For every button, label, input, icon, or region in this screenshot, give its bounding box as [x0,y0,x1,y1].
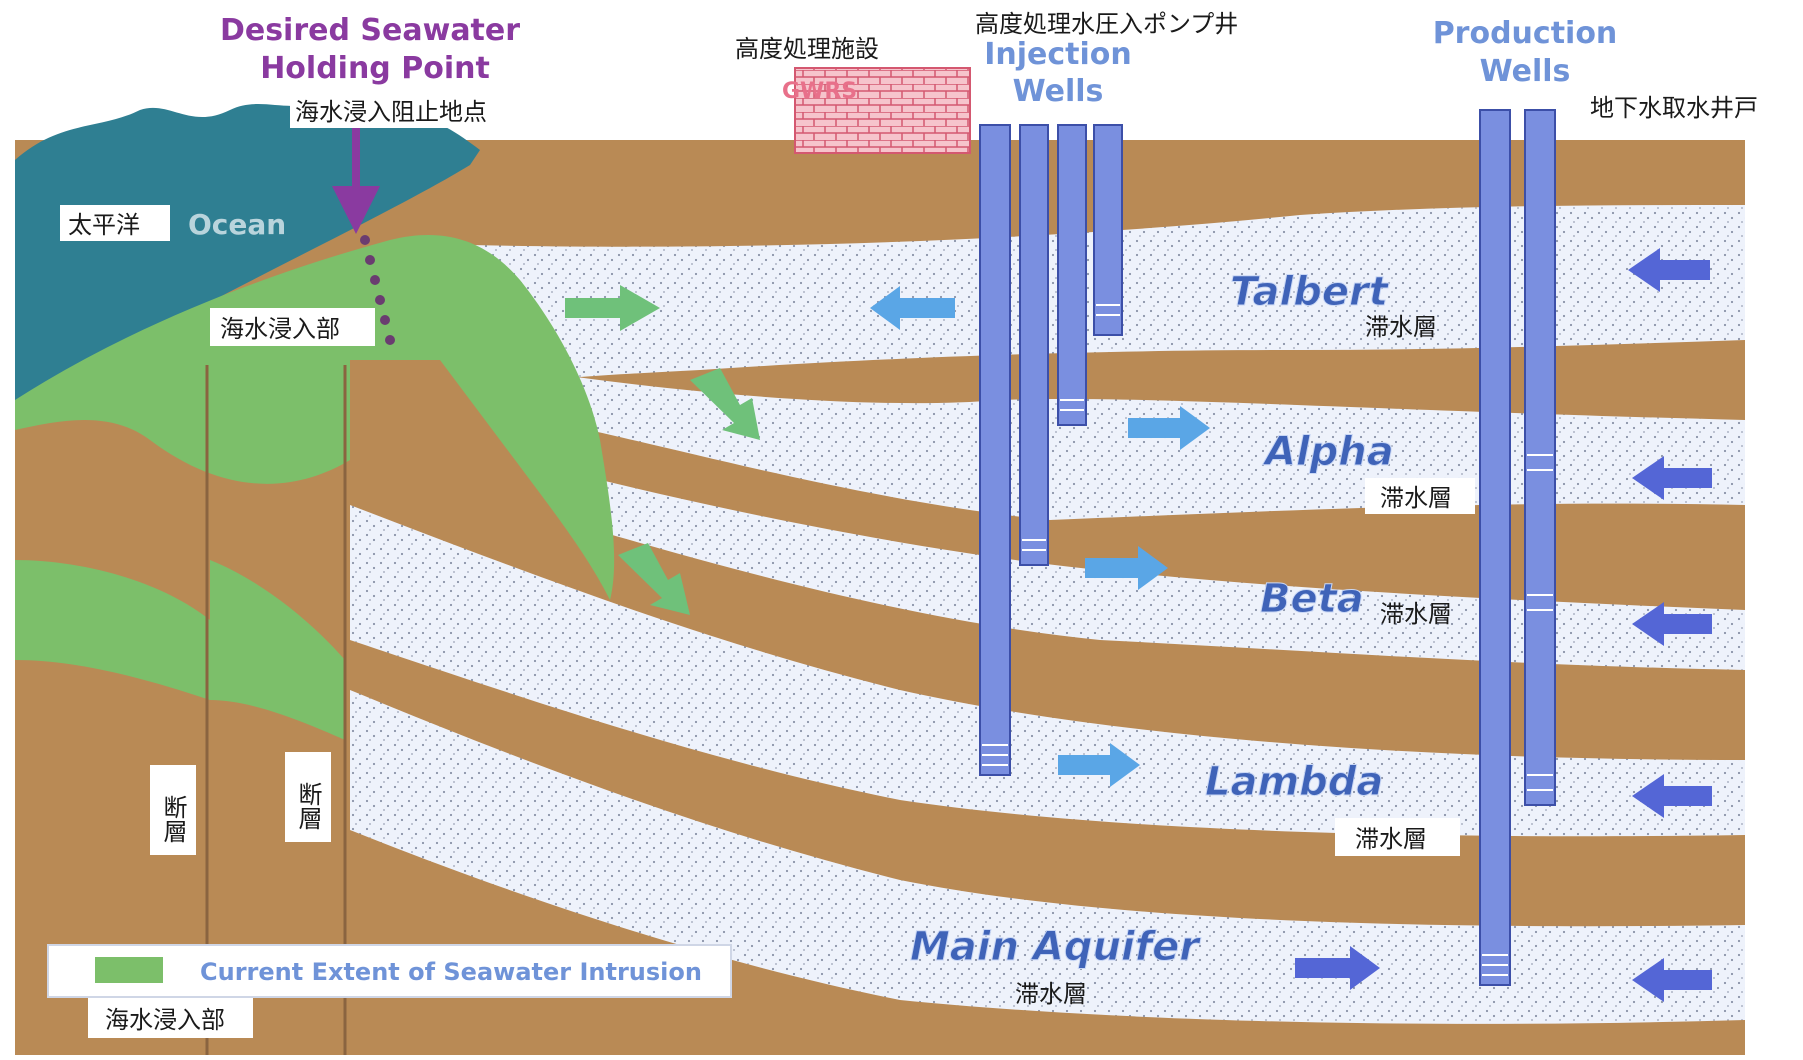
seawater-intrusion-lower-1 [15,560,210,700]
legend-text: Current Extent of Seawater Intrusion [200,958,702,986]
blue-arrow-beta [1085,546,1168,590]
blue-arrow-talbert [870,286,955,330]
injection-well-2 [1019,124,1049,566]
seawater-intrusion-zone [15,234,615,600]
aquifer-lambda-jp: 滞水層 [1355,825,1427,853]
injection-jp: 高度処理水圧入ポンプ井 [975,10,1238,38]
gwrs-building [794,67,971,154]
injection-line-2: Wells [1013,74,1104,109]
production-line-1: Production [1433,16,1618,51]
holding-point-jp: 海水浸入阻止地点 [295,98,487,126]
ocean-water [15,96,480,411]
fault-label-right: 断層 [294,782,322,830]
production-jp: 地下水取水井戸 [1590,94,1758,122]
aquifer-alpha-jp: 滞水層 [1380,484,1452,512]
main-aquifer-layer [350,690,1745,1024]
production-wells [1479,109,1556,986]
blue-arrow-lambda [1058,743,1140,787]
aquifer-talbert-name: Talbert [1230,269,1390,315]
intrusion-flow-arrows [565,285,760,615]
ocean-en: Ocean [188,208,286,241]
injection-wells [979,124,1123,776]
production-well-2 [1524,109,1556,806]
injection-well-1 [979,124,1011,776]
injection-well-3 [1057,124,1087,426]
production-well-1 [1479,109,1511,986]
lambda-aquifer-layer [350,505,1745,837]
intrusion-jp: 海水浸入部 [220,315,340,343]
green-arrow-3 [618,543,690,615]
green-arrow-2 [690,368,760,440]
legend-jp: 海水浸入部 [105,1006,225,1034]
facility-gwrs: GWRS [782,79,857,104]
injection-line-1: Injection [984,37,1132,72]
production-line-2: Wells [1480,54,1571,89]
injection-flow-arrows [870,286,1210,787]
indigo-arrow-main [1295,946,1380,990]
aquifer-main-jp: 滞水層 [1015,980,1087,1008]
legend-swatch [95,957,163,983]
holding-point-dotted-line [360,235,395,345]
aquifer-alpha-name: Alpha [1262,429,1394,475]
injection-well-4 [1093,124,1123,336]
aquifer-main-name: Main Aquifer [910,924,1201,970]
green-arrow-1 [565,285,660,331]
facility-jp: 高度処理施設 [735,35,879,63]
inflow-arrows [1628,248,1712,1002]
aquifer-beta-jp: 滞水層 [1380,600,1452,628]
beta-aquifer-layer [560,470,1745,670]
blue-arrow-alpha [1128,406,1210,450]
title-line-2: Holding Point [260,51,490,86]
title-line-1: Desired Seawater [220,13,520,48]
fault-label-left: 断層 [159,795,187,843]
aquifer-talbert-jp: 滞水層 [1365,313,1437,341]
aquifer-lambda-name: Lambda [1205,759,1383,805]
aquifer-beta-name: Beta [1260,576,1364,622]
seawater-intrusion-lower-2 [210,560,345,740]
ocean-jp: 太平洋 [68,211,140,239]
